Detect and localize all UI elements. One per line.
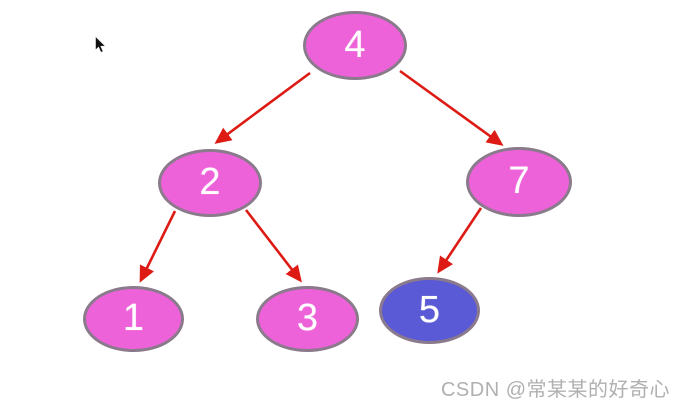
edge-2-to-1 bbox=[139, 210, 177, 283]
edge-4-to-7 bbox=[399, 69, 504, 146]
tree-node-5: 5 bbox=[379, 277, 480, 344]
tree-node-4: 4 bbox=[303, 11, 407, 80]
tree-node-3: 3 bbox=[256, 286, 359, 352]
tree-node-7: 7 bbox=[466, 147, 572, 217]
tree-node-3-label: 3 bbox=[296, 297, 319, 339]
tree-node-5-label: 5 bbox=[418, 288, 441, 331]
watermark: CSDN @常某某的好奇心 bbox=[440, 379, 670, 401]
tree-node-1-label: 1 bbox=[122, 297, 145, 339]
edge-4-to-2 bbox=[214, 71, 311, 144]
edge-7-to-5 bbox=[437, 207, 483, 274]
tree-node-7-label: 7 bbox=[508, 160, 530, 202]
tree-node-4-label: 4 bbox=[344, 23, 366, 66]
tree-node-2-label: 2 bbox=[199, 161, 221, 203]
tree-node-1: 1 bbox=[83, 286, 184, 352]
edge-2-to-3 bbox=[244, 209, 302, 283]
tree-node-2: 2 bbox=[158, 149, 262, 217]
mouse-cursor-icon bbox=[95, 36, 106, 53]
